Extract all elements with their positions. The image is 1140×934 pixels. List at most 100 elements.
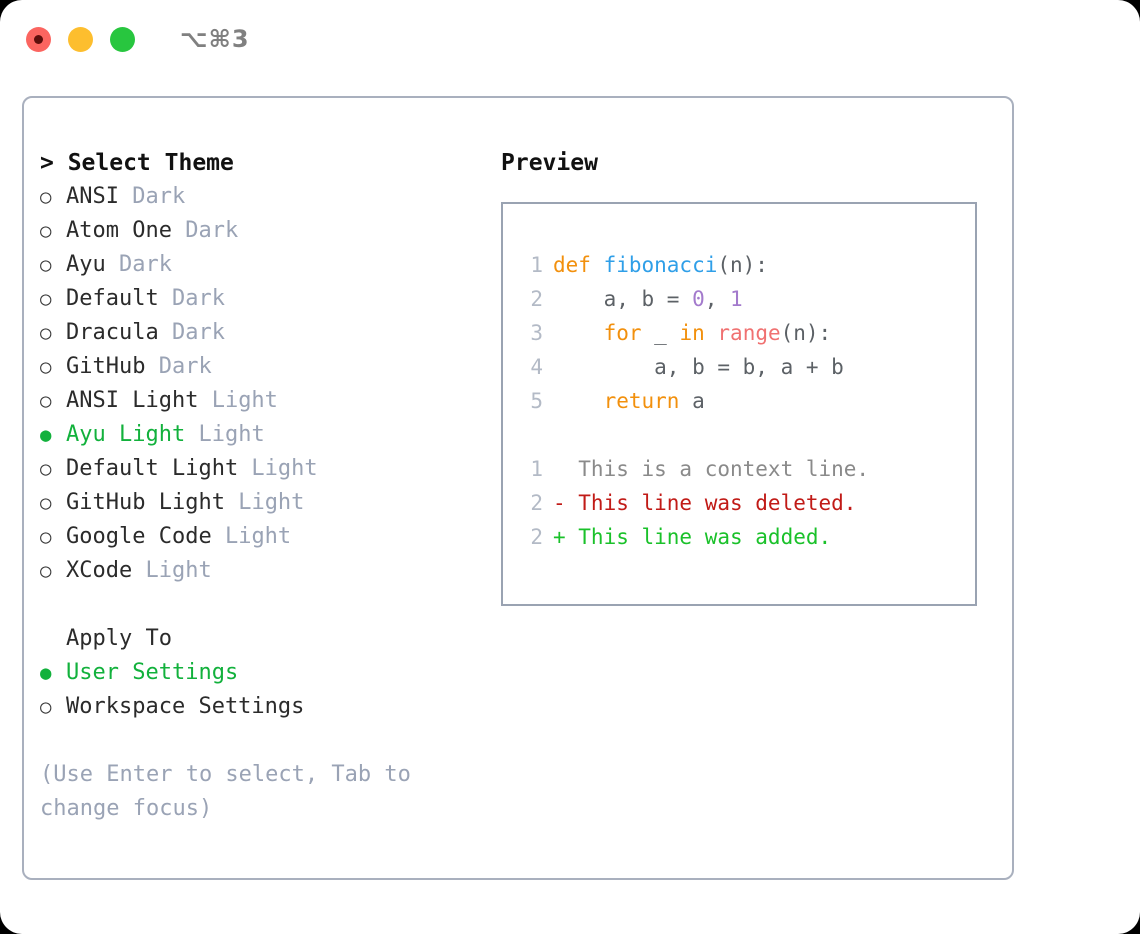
radio-unselected-icon: ○ [40,560,52,582]
code-token: _ [641,321,680,345]
theme-name: GitHub Light [66,490,225,515]
theme-list-item[interactable]: ○ GitHub Dark [40,350,479,384]
theme-kind-badge: Dark [145,354,212,379]
theme-name: Ayu [66,252,106,277]
theme-name: Google Code [66,524,212,549]
code-token [553,389,604,413]
code-token: return [603,389,680,413]
radio-selected-icon: ● [40,424,52,446]
theme-name: GitHub [66,354,146,379]
theme-kind-badge: Dark [158,320,225,345]
theme-name: Ayu Light [66,422,186,447]
line-number: 3 [530,321,543,345]
theme-list-item[interactable]: ○ANSI Light Light [40,384,479,418]
theme-kind-badge: Light [132,558,212,583]
theme-list-item[interactable]: ○ Google Code Light [40,520,479,554]
theme-kind-badge: Dark [171,218,239,243]
code-token: a, b = [553,287,693,311]
radio-unselected-icon: ○ [40,696,52,718]
code-token: 1 [730,287,743,311]
line-number: 5 [530,389,543,413]
preview-heading: Preview [501,150,598,176]
code-token [553,321,604,345]
line-number: 2 [530,525,543,549]
code-token: a, b = b, a + b [553,355,844,379]
code-token: for [603,321,642,345]
theme-list-item[interactable]: ● Ayu Light Light [40,418,479,452]
theme-name: XCode [66,558,133,583]
theme-name: Default Light [66,456,239,481]
code-token: def [553,253,604,277]
diff-line: 2 + This line was added. [521,520,975,554]
code-token: in [679,321,705,345]
line-number: 1 [530,457,543,481]
apply-to-list: ● User Settings ○ Workspace Settings [40,656,479,724]
theme-list-item[interactable]: ○Default Dark [40,282,479,316]
main-card: > Select Theme ○ANSI Dark○Atom One Dark○… [22,96,1014,880]
code-token: , [704,287,731,311]
theme-kind-badge: Light [185,422,265,447]
code-token: range [717,321,781,345]
window-title: ⌥⌘3 [180,25,250,53]
select-theme-heading: > Select Theme [40,150,234,176]
minimize-button[interactable] [68,26,93,52]
code-token: 0 [692,287,705,311]
keyboard-hint: (Use Enter to select, Tab to change focu… [40,762,411,821]
section-spacer [40,588,479,622]
apply-to-label: User Settings [66,660,239,685]
apply-to-option[interactable]: ○ Workspace Settings [40,690,479,724]
radio-unselected-icon: ○ [40,526,52,548]
code-line: 4 a, b = b, a + b [521,350,975,384]
radio-unselected-icon: ○ [40,458,52,480]
radio-unselected-icon: ○ [40,186,52,208]
code-token: fibonacci [603,253,718,277]
theme-list-item[interactable]: ○Dracula Dark [40,316,479,350]
theme-name: ANSI [66,184,119,209]
content-columns: > Select Theme ○ANSI Dark○Atom One Dark○… [24,98,1012,826]
theme-name: ANSI Light [66,388,199,413]
theme-list-item[interactable]: ○Ayu Dark [40,248,479,282]
theme-list-item[interactable]: ○ XCode Light [40,554,479,588]
apply-to-label: Workspace Settings [66,694,305,719]
radio-unselected-icon: ○ [40,288,52,310]
theme-list-item[interactable]: ○Atom One Dark [40,214,479,248]
title-bar: ⌥⌘3 [0,0,1140,78]
theme-list-item[interactable]: ○ANSI Dark [40,180,479,214]
line-number: 4 [530,355,543,379]
code-spacer [521,418,975,452]
maximize-button[interactable] [110,26,135,52]
code-token: a [679,389,705,413]
theme-name: Atom One [66,218,172,243]
theme-kind-badge: Light [238,456,318,481]
radio-unselected-icon: ○ [40,492,52,514]
theme-list-item[interactable]: ○ Default Light Light [40,452,479,486]
theme-kind-badge: Light [211,524,292,549]
apply-to-heading: Apply To [66,626,172,651]
radio-unselected-icon: ○ [40,356,52,378]
code-line: 5 return a [521,384,975,418]
diff-text: - This line was deleted. [553,491,857,515]
apply-to-option[interactable]: ● User Settings [40,656,479,690]
close-button[interactable] [26,26,51,52]
radio-unselected-icon: ○ [40,322,52,344]
code-token [705,321,718,345]
diff-text: + This line was added. [553,525,832,549]
radio-unselected-icon: ○ [40,390,52,412]
radio-selected-icon: ● [40,662,52,684]
radio-unselected-icon: ○ [40,254,52,276]
diff-line: 1 This is a context line. [521,452,975,486]
diff-sample: 1 This is a context line. 2 - This line wa… [521,452,975,554]
theme-kind-badge: Light [224,490,305,515]
traffic-lights [26,26,135,52]
line-number: 2 [530,287,543,311]
theme-list: ○ANSI Dark○Atom One Dark○Ayu Dark○Defaul… [40,180,479,588]
theme-list-item[interactable]: ○ GitHub Light Light [40,486,479,520]
theme-name: Default [66,286,159,311]
line-number: 2 [530,491,543,515]
theme-selector-panel: > Select Theme ○ANSI Dark○Atom One Dark○… [24,146,479,826]
